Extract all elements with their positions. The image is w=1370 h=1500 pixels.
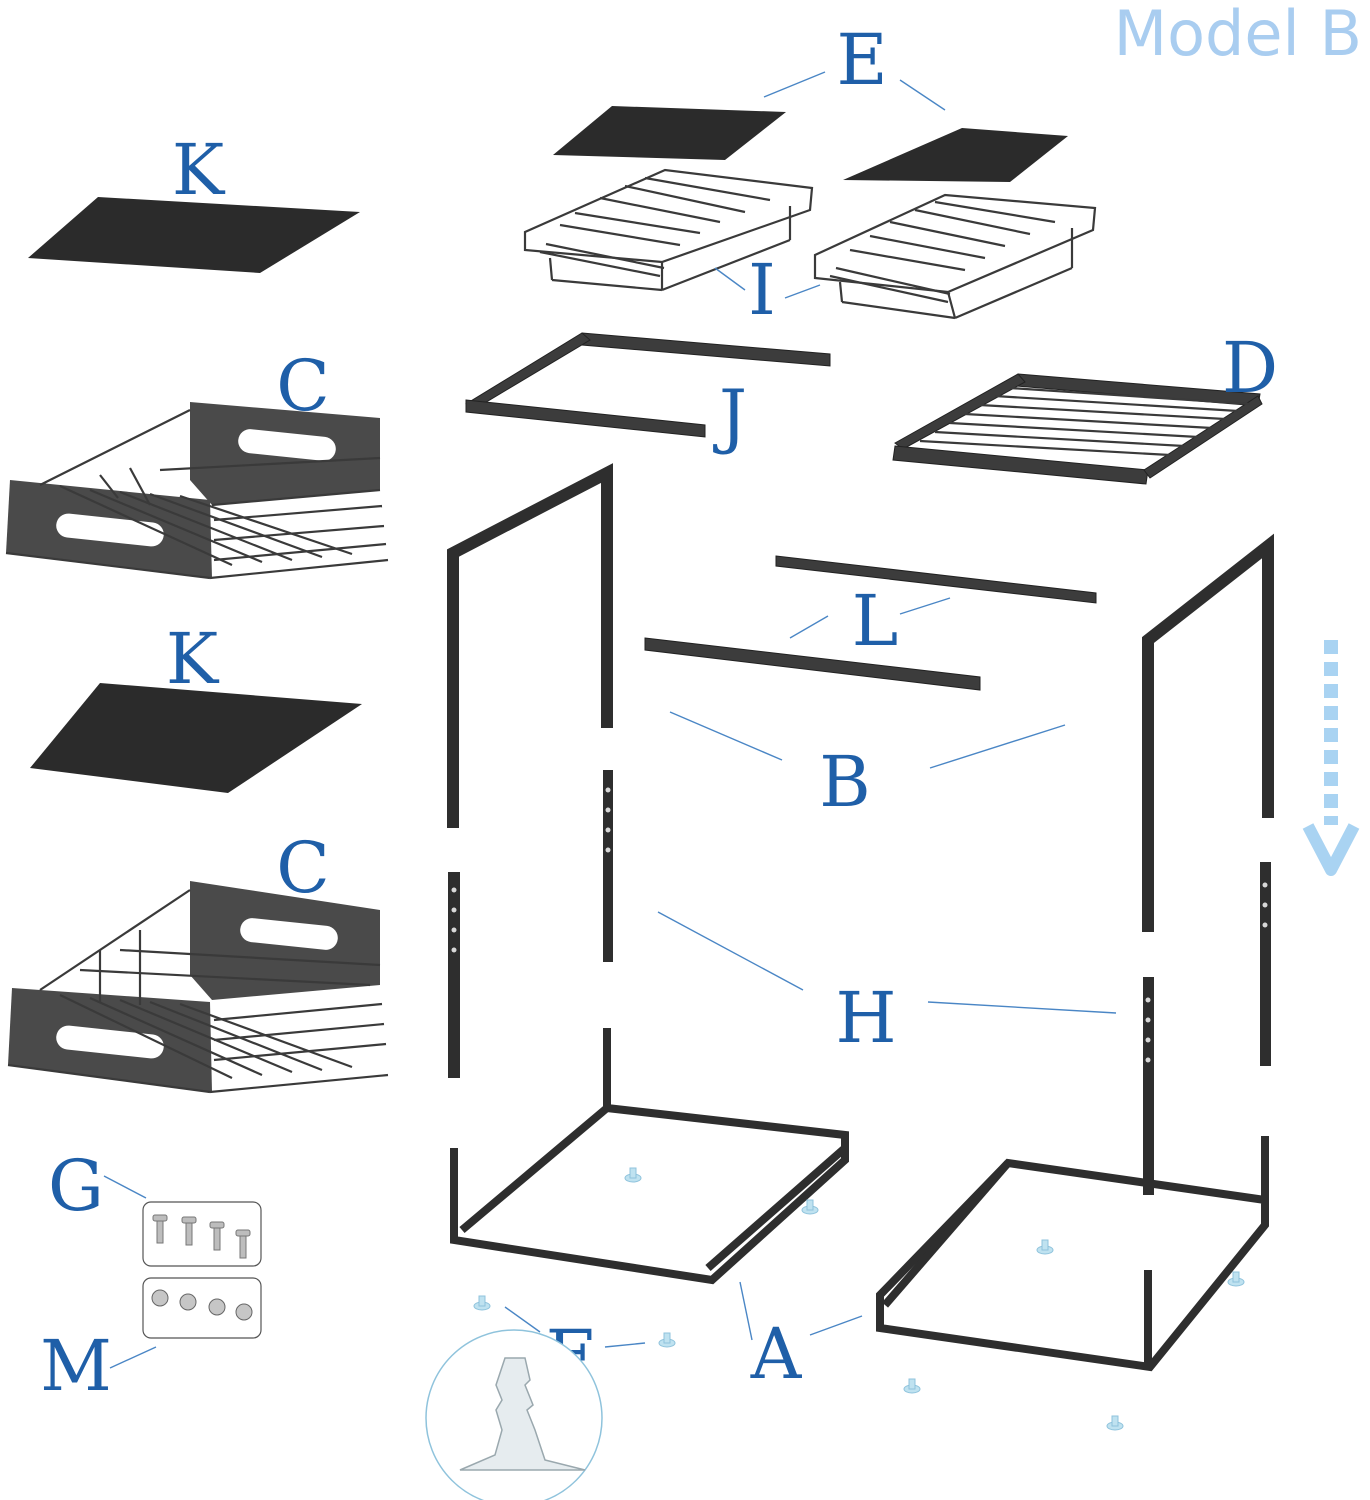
basket-i-right: [813, 193, 1097, 320]
shelf-d: [892, 373, 1263, 485]
label-k-bottom: K: [166, 618, 220, 700]
screw-icon: [152, 1214, 251, 1259]
label-m: M: [40, 1325, 112, 1407]
label-d: D: [1222, 327, 1278, 409]
suction-foot-icon: [1227, 1271, 1245, 1287]
model-label: Model B: [1114, 0, 1362, 70]
label-e: E: [836, 19, 887, 101]
frame-j: [465, 332, 831, 438]
mat-e-left: [553, 106, 786, 160]
nut-icon: [151, 1289, 253, 1321]
upright-b-left: [447, 463, 613, 828]
down-arrow-icon: [1302, 640, 1360, 876]
bars-l: [644, 555, 1097, 691]
nut-pack: [142, 1277, 262, 1339]
basket-i-left: [523, 168, 814, 292]
basket-c-bottom: [7, 881, 389, 1094]
label-h: H: [835, 977, 896, 1059]
suction-foot-icon: [1036, 1239, 1054, 1255]
label-b: B: [819, 741, 870, 823]
label-c-top: C: [276, 345, 330, 427]
base-a-left: [450, 1028, 849, 1285]
suction-foot-detail: [425, 1329, 603, 1500]
label-i: I: [748, 249, 776, 331]
base-a-right: [876, 1136, 1269, 1372]
screw-pack: [142, 1201, 262, 1267]
mat-k-bottom: [30, 683, 362, 793]
label-c-bottom: C: [276, 827, 330, 909]
label-g: G: [48, 1145, 104, 1227]
upright-b-right: [1142, 533, 1274, 932]
suction-feet: [473, 1167, 1245, 1431]
posts-h: [448, 770, 1271, 1195]
label-j: J: [713, 375, 747, 457]
mat-e-right: [843, 128, 1068, 182]
suction-foot-icon: [658, 1332, 676, 1348]
suction-foot-icon: [1106, 1415, 1124, 1431]
suction-foot-icon: [903, 1378, 921, 1394]
suction-foot-icon: [801, 1199, 819, 1215]
mat-k-top: [28, 197, 360, 273]
label-k-top: K: [172, 129, 226, 211]
label-a: A: [750, 1313, 803, 1395]
basket-c-top: [5, 402, 389, 580]
suction-foot-icon: [473, 1295, 491, 1311]
suction-foot-icon: [624, 1167, 642, 1183]
label-l: L: [852, 580, 898, 662]
